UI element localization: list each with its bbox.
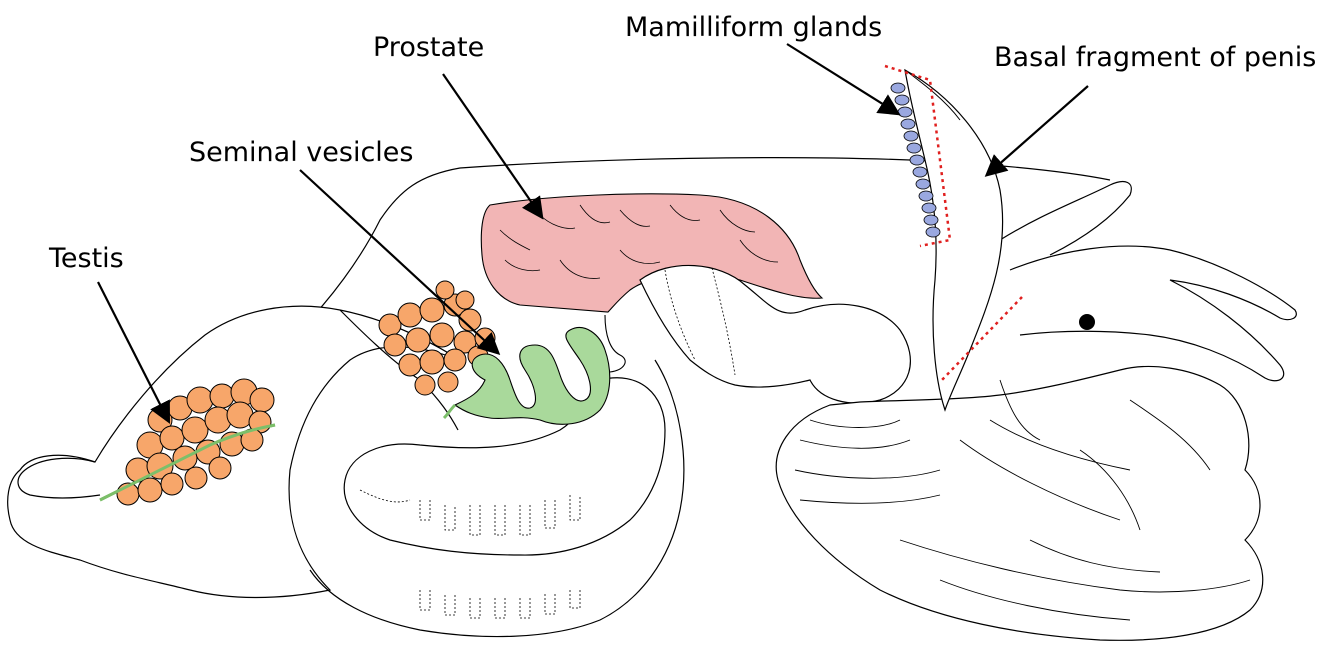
- label-mamilliform-glands: Mamilliform glands: [625, 14, 882, 41]
- prostate-arrow: [443, 74, 541, 216]
- tentacle: [1010, 246, 1296, 381]
- upper-gland-cluster: [379, 281, 495, 395]
- testis-arrow: [98, 282, 168, 420]
- label-testis: Testis: [49, 245, 124, 272]
- label-seminal-vesicles: Seminal vesicles: [189, 139, 413, 166]
- label-prostate: Prostate: [373, 34, 484, 61]
- mamilliform-arrow: [787, 44, 897, 113]
- eye-dot: [1079, 314, 1095, 330]
- penis-basal-fragment: [905, 70, 1003, 410]
- tentacle-base: [1000, 182, 1131, 255]
- label-basal-fragment-of-penis: Basal fragment of penis: [994, 44, 1316, 71]
- basal-fragment-arrow: [988, 86, 1088, 174]
